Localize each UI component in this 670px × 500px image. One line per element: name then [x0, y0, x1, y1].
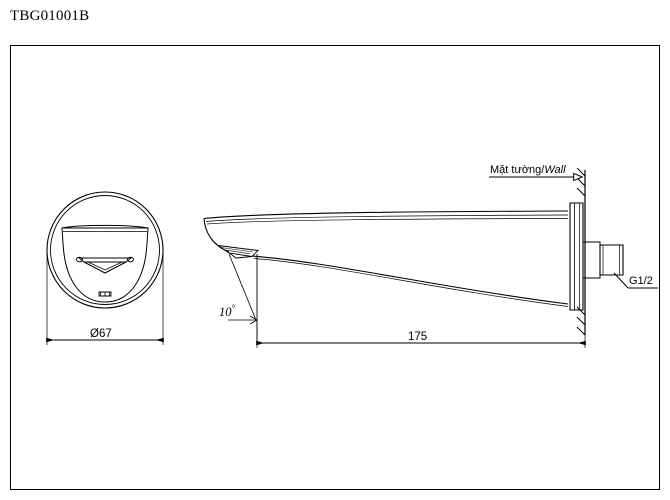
- degree-symbol: °: [231, 303, 236, 313]
- dimension-label-projection: 175: [408, 331, 428, 343]
- thread-annotation-label: G1/2: [629, 275, 653, 287]
- angle-value: 10: [219, 305, 232, 320]
- dimension-label-diameter: Ø67: [90, 328, 112, 340]
- wall-label-english: Wall: [544, 164, 566, 176]
- wall-label-vietnamese: Mặt tường/: [490, 164, 545, 176]
- page-title: TBG01001B: [10, 8, 90, 24]
- wall-annotation-label: Mặt tường/Wall: [490, 164, 566, 176]
- dimension-label-angle: 10°: [219, 303, 235, 320]
- drawing-frame: [10, 45, 660, 490]
